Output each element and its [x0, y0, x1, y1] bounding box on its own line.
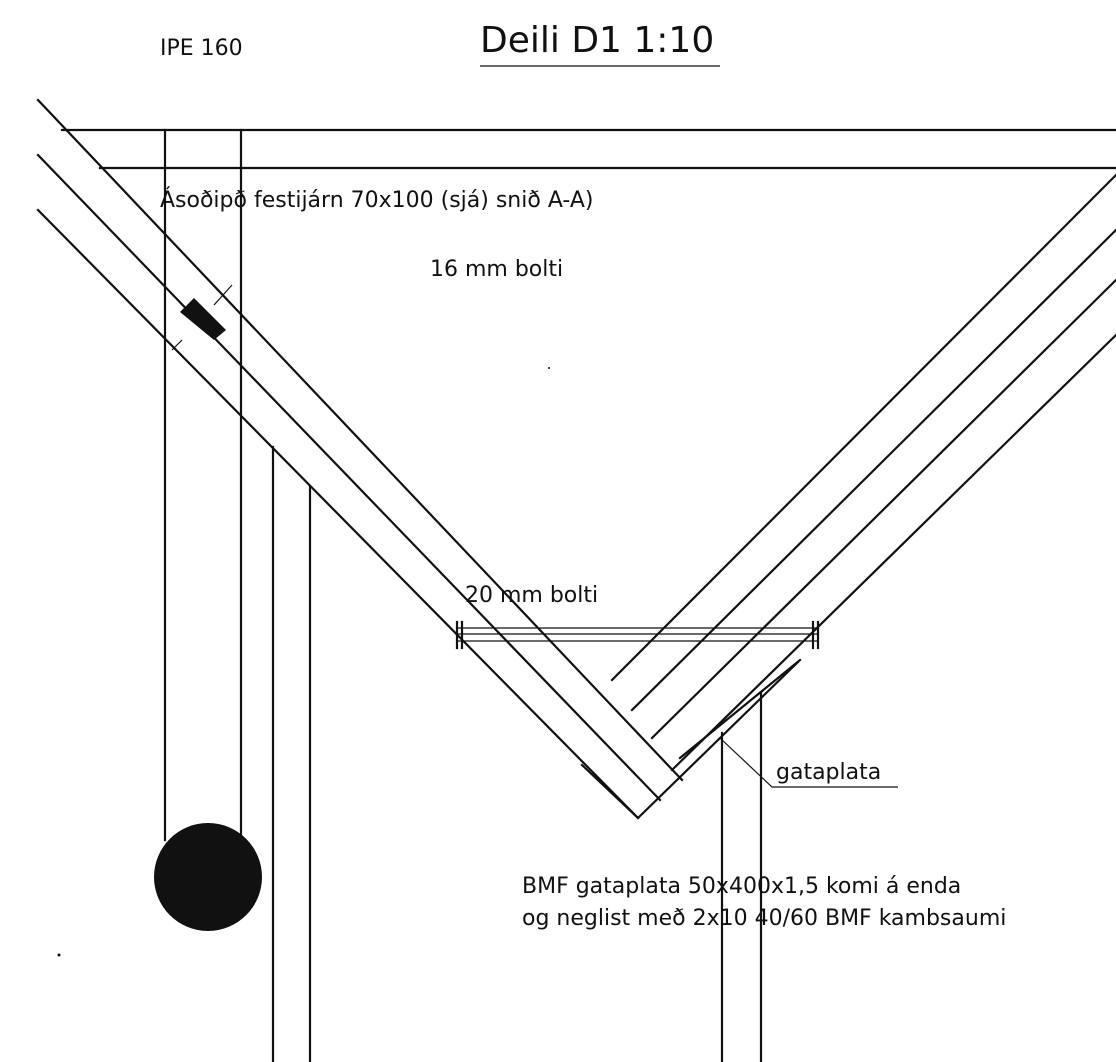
- top-beam: [60, 128, 1116, 170]
- round-bar-section: [154, 823, 262, 931]
- weld-bracket: [171, 284, 233, 351]
- profile-label: IPE 160: [160, 36, 243, 61]
- bolt-16-label: 16 mm bolti: [430, 257, 563, 282]
- gusset-label: gataplata: [776, 760, 881, 785]
- bolt-20-label: 20 mm bolti: [465, 583, 598, 608]
- stray-dot: [57, 953, 61, 957]
- left-post: [163, 128, 243, 842]
- weld-bracket-label: Ásoðipð festijárn 70x100 (sjá) snið A-A): [160, 187, 593, 213]
- left-diagonal: [36, 98, 684, 820]
- gusset-plate: [580, 658, 802, 820]
- gusset-leader: [719, 737, 898, 788]
- lower-left-post: [271, 445, 312, 1062]
- stray-dot: [548, 367, 550, 369]
- bolt-20mm: [455, 620, 820, 650]
- right-diagonal: [610, 173, 1116, 820]
- note-line-1: BMF gataplata 50x400x1,5 komi á enda: [522, 874, 961, 899]
- lower-right-post: [720, 691, 763, 1062]
- drawing-title: Deili D1 1:10: [480, 20, 714, 61]
- note-line-2: og neglist með 2x10 40/60 BMF kambsaumi: [522, 906, 1006, 931]
